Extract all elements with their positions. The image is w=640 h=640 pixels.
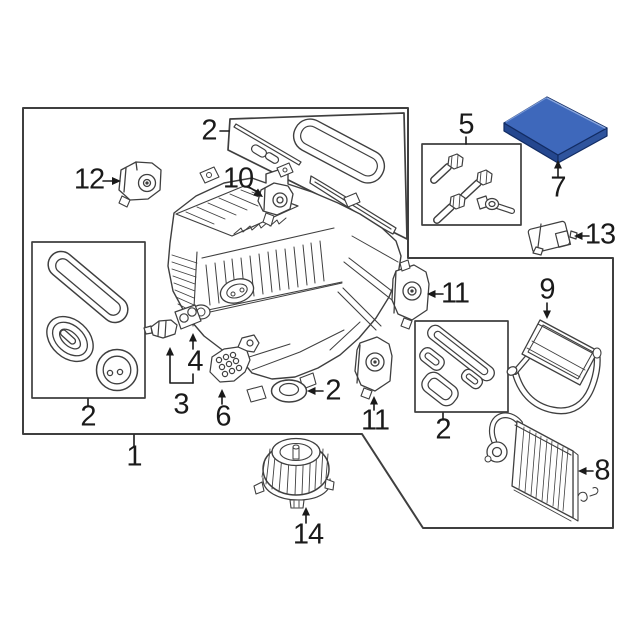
actuator-motor-10 bbox=[257, 182, 294, 227]
callout-3-sensor-clip: 3 bbox=[173, 388, 189, 421]
callout-14-blower-motor: 14 bbox=[292, 518, 324, 551]
seal-kit-left-contents bbox=[46, 250, 139, 392]
control-module-13 bbox=[527, 220, 578, 256]
sensor-clip-3 bbox=[143, 319, 178, 339]
callout-8-evaporator-core: 8 bbox=[594, 454, 610, 487]
callout-9-line-assembly: 9 bbox=[539, 273, 555, 306]
callout-10-actuator: 10 bbox=[222, 162, 254, 195]
callout-5-fastener-kit: 5 bbox=[458, 108, 474, 141]
bracket-plate-4 bbox=[174, 304, 202, 330]
callout-2-seal-strip-kit: 2 bbox=[201, 114, 217, 147]
callout-2-seal-kit-left: 2 bbox=[80, 400, 96, 433]
leader-arrows bbox=[87, 130, 594, 524]
callout-2-grommet: 2 bbox=[325, 374, 341, 407]
actuator-motor-upper-11 bbox=[391, 259, 430, 330]
callout-11-actuator-upper: 11 bbox=[440, 277, 470, 310]
callout-4-bracket-plate: 4 bbox=[187, 345, 203, 378]
small-seal-kit-contents bbox=[419, 324, 495, 407]
actuator-motor-lower-11 bbox=[354, 336, 393, 400]
callout-6-drain-elbow: 6 bbox=[215, 400, 231, 433]
main-outline-polygon bbox=[22, 107, 614, 529]
blower-motor-14 bbox=[253, 437, 335, 509]
callout-13-control-module: 13 bbox=[584, 218, 616, 251]
evaporator-core-8 bbox=[484, 412, 599, 522]
cabin-air-filter bbox=[503, 96, 608, 164]
callout-12-actuator: 12 bbox=[73, 163, 105, 196]
callout-2-small-seal-kit: 2 bbox=[435, 413, 451, 446]
hvac-housing-assembly bbox=[167, 162, 402, 403]
actuator-motor-12 bbox=[118, 161, 162, 208]
fastener-kit-contents bbox=[430, 153, 515, 224]
callout-1-housing: 1 bbox=[126, 440, 142, 473]
callout-11-actuator-lower: 11 bbox=[360, 404, 390, 437]
callout-7-cabin-air-filter: 7 bbox=[550, 171, 566, 204]
drain-elbow-6 bbox=[209, 334, 260, 383]
line-seal-assembly-9 bbox=[506, 319, 602, 415]
grommet-2 bbox=[270, 379, 308, 403]
